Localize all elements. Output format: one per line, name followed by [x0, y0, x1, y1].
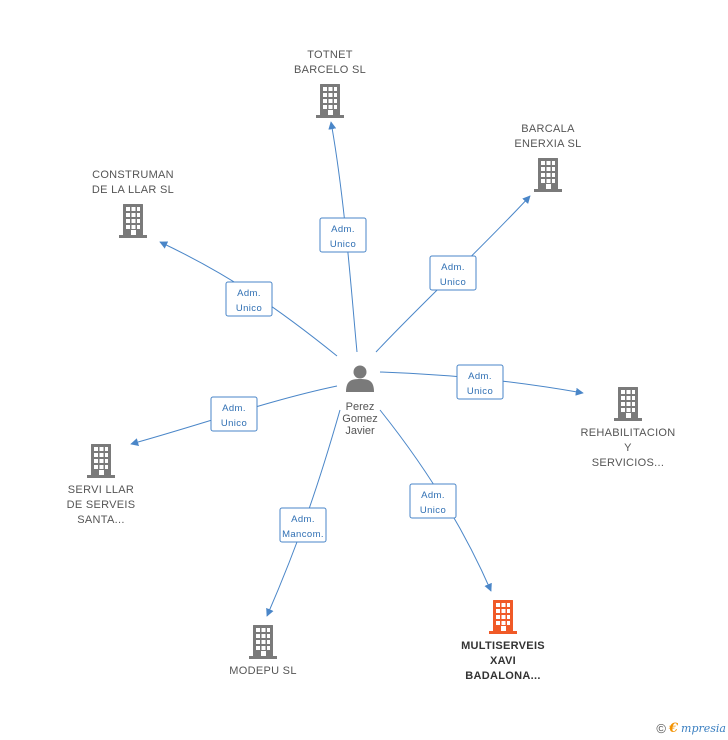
edge-label-line: Unico	[420, 505, 446, 516]
company-name-line: SERVICIOS...	[592, 457, 664, 469]
edge-label-line: Adm.	[468, 371, 492, 382]
company-node-totnet[interactable]: TOTNET BARCELO SL	[294, 49, 366, 118]
company-node-rehabilitacion[interactable]: REHABILITACION Y SERVICIOS...	[580, 387, 675, 469]
company-name-line: MULTISERVEIS	[461, 640, 545, 652]
company-name-line: BADALONA...	[465, 670, 540, 682]
brand-name: mpresia	[681, 722, 726, 735]
brand-initial: €	[668, 721, 679, 736]
edge-label-box	[456, 364, 504, 400]
edge-label-line: Adm.	[441, 262, 465, 273]
company-node-barcala[interactable]: BARCALA ENERXIA SL	[514, 123, 581, 192]
company-name-line: DE LA LLAR SL	[92, 184, 174, 196]
person-name-line: Gomez	[342, 413, 377, 425]
building-icon	[489, 600, 517, 634]
edge-label-servi[interactable]: Adm. Unico	[210, 396, 258, 432]
building-icon	[87, 444, 115, 478]
edge-label-line: Adm.	[291, 514, 315, 525]
edge-label-box	[279, 507, 327, 543]
company-node-modepu[interactable]: MODEPU SL	[229, 625, 297, 677]
person-name-line: Javier	[345, 425, 375, 437]
edge-label-modepu[interactable]: Adm. Mancom.	[279, 507, 327, 543]
edge-label-line: Adm.	[237, 288, 261, 299]
edge-label-line: Unico	[467, 386, 493, 397]
edge-label-multiserveis[interactable]: Adm. Unico	[409, 483, 457, 519]
copyright-symbol: ©	[656, 721, 666, 736]
edge-label-box	[409, 483, 457, 519]
edge-label-box	[225, 281, 273, 317]
edge-label-totnet[interactable]: Adm. Unico	[319, 217, 367, 253]
edge-label-construman[interactable]: Adm. Unico	[225, 281, 273, 317]
edge-label-line: Mancom.	[282, 529, 324, 540]
building-icon	[316, 84, 344, 118]
building-icon	[614, 387, 642, 421]
company-name-line: BARCALA	[521, 123, 575, 135]
company-name-line: TOTNET	[307, 49, 353, 61]
company-name-line: SANTA...	[77, 514, 124, 526]
edge-label-line: Adm.	[331, 224, 355, 235]
edge-label-line: Unico	[330, 239, 356, 250]
company-node-multiserveis[interactable]: MULTISERVEIS XAVI BADALONA...	[461, 600, 545, 682]
footer-brand: © €mpresia	[656, 721, 726, 736]
nodes-layer: TOTNET BARCELO SL BARCALA ENERXIA SL CONSTRU…	[67, 49, 676, 682]
company-node-servi[interactable]: SERVI LLAR DE SERVEIS SANTA...	[67, 444, 136, 526]
edge-label-box	[319, 217, 367, 253]
person-name-line: Perez	[346, 401, 375, 413]
edge-label-box	[429, 255, 477, 291]
company-name-line: DE SERVEIS	[67, 499, 136, 511]
company-name-line: SERVI LLAR	[68, 484, 134, 496]
company-node-construman[interactable]: CONSTRUMAN DE LA LLAR SL	[92, 169, 174, 238]
person-icon	[346, 365, 374, 392]
edge-label-line: Unico	[440, 277, 466, 288]
edge-label-line: Adm.	[421, 490, 445, 501]
edge-labels-layer: Adm.UnicoAdm.UnicoAdm.UnicoAdm.UnicoAdm.…	[210, 217, 504, 543]
company-name-line: XAVI	[490, 655, 516, 667]
building-icon	[119, 204, 147, 238]
company-name-line: Y	[624, 442, 632, 454]
edge-label-barcala[interactable]: Adm. Unico	[429, 255, 477, 291]
company-name-line: CONSTRUMAN	[92, 169, 174, 181]
edge-label-box	[210, 396, 258, 432]
building-icon	[249, 625, 277, 659]
edge-label-line: Unico	[221, 418, 247, 429]
company-name-line: MODEPU SL	[229, 665, 297, 677]
company-name-line: REHABILITACION	[580, 427, 675, 439]
company-name-line: ENERXIA SL	[514, 138, 581, 150]
company-name-line: BARCELO SL	[294, 64, 366, 76]
building-icon	[534, 158, 562, 192]
edge-label-line: Adm.	[222, 403, 246, 414]
edge-label-line: Unico	[236, 303, 262, 314]
edge-label-rehabilitacion[interactable]: Adm. Unico	[456, 364, 504, 400]
